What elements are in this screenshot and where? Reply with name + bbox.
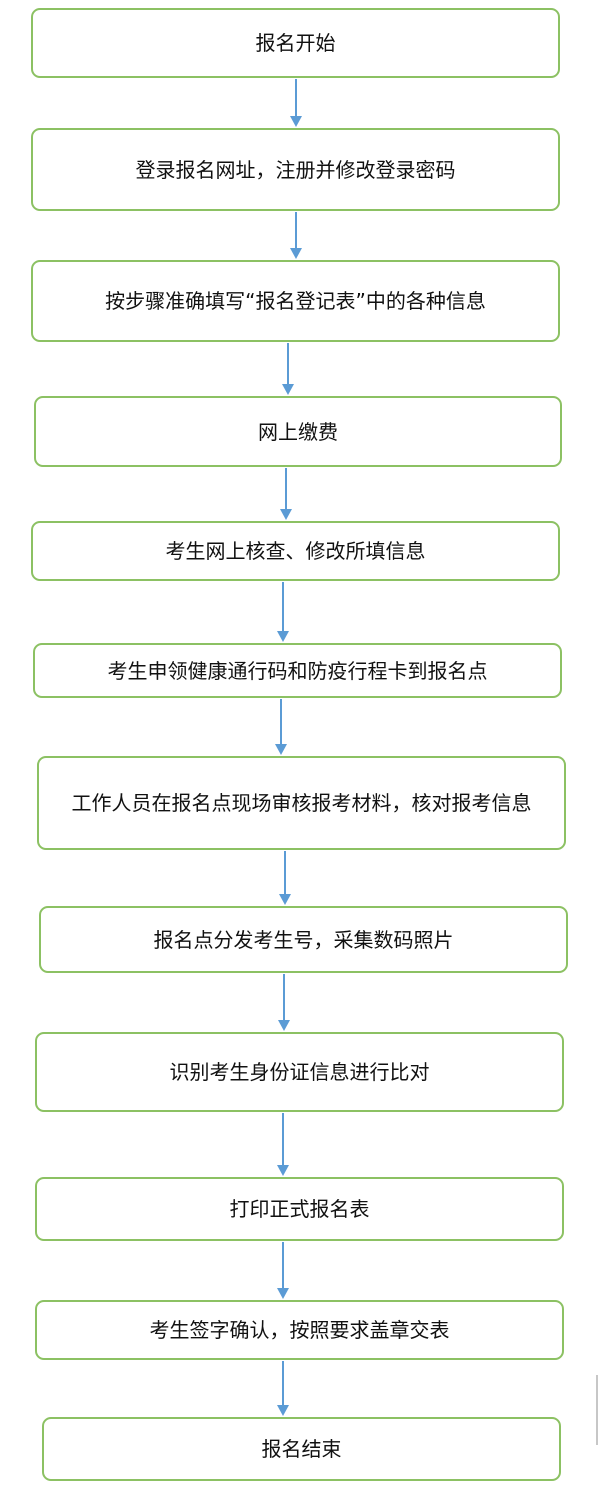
step-label: 识别考生身份证信息进行比对 xyxy=(169,1060,430,1084)
step-box-10: 打印正式报名表 xyxy=(35,1177,564,1241)
step-box-7: 工作人员在报名点现场审核报考材料，核对报考信息 xyxy=(37,756,566,850)
step-box-6: 考生申领健康通行码和防疫行程卡到报名点 xyxy=(33,643,562,698)
down-arrow-icon xyxy=(275,1361,291,1416)
down-arrow-icon xyxy=(275,582,291,642)
step-label: 按步骤准确填写“报名登记表”中的各种信息 xyxy=(105,289,486,313)
down-arrow-icon xyxy=(288,212,304,259)
down-arrow-icon xyxy=(275,1242,291,1299)
step-label: 报名结束 xyxy=(261,1437,342,1461)
step-label: 考生签字确认，按照要求盖章交表 xyxy=(149,1318,450,1342)
step-label: 打印正式报名表 xyxy=(229,1197,370,1221)
step-label: 工作人员在报名点现场审核报考材料，核对报考信息 xyxy=(71,791,532,815)
step-box-3: 按步骤准确填写“报名登记表”中的各种信息 xyxy=(31,260,560,342)
step-label: 网上缴费 xyxy=(258,419,338,444)
down-arrow-icon xyxy=(273,699,289,755)
step-label: 考生网上核查、修改所填信息 xyxy=(165,539,426,563)
down-arrow-icon xyxy=(276,974,292,1031)
down-arrow-icon xyxy=(280,343,296,395)
edge-line xyxy=(596,1375,598,1445)
step-box-4: 网上缴费 xyxy=(34,396,562,467)
down-arrow-icon xyxy=(275,1113,291,1176)
step-label: 报名点分发考生号，采集数码照片 xyxy=(153,927,454,952)
step-box-1: 报名开始 xyxy=(31,8,560,78)
down-arrow-icon xyxy=(277,851,293,905)
step-label: 报名开始 xyxy=(255,31,336,55)
step-label: 登录报名网址，注册并修改登录密码 xyxy=(135,157,456,182)
step-box-2: 登录报名网址，注册并修改登录密码 xyxy=(31,128,560,211)
step-box-11: 考生签字确认，按照要求盖章交表 xyxy=(35,1300,564,1360)
step-box-9: 识别考生身份证信息进行比对 xyxy=(35,1032,564,1112)
down-arrow-icon xyxy=(288,79,304,127)
down-arrow-icon xyxy=(278,468,294,520)
step-label: 考生申领健康通行码和防疫行程卡到报名点 xyxy=(107,658,488,683)
step-box-5: 考生网上核查、修改所填信息 xyxy=(31,521,560,581)
step-box-12: 报名结束 xyxy=(42,1417,561,1481)
step-box-8: 报名点分发考生号，采集数码照片 xyxy=(39,906,568,973)
